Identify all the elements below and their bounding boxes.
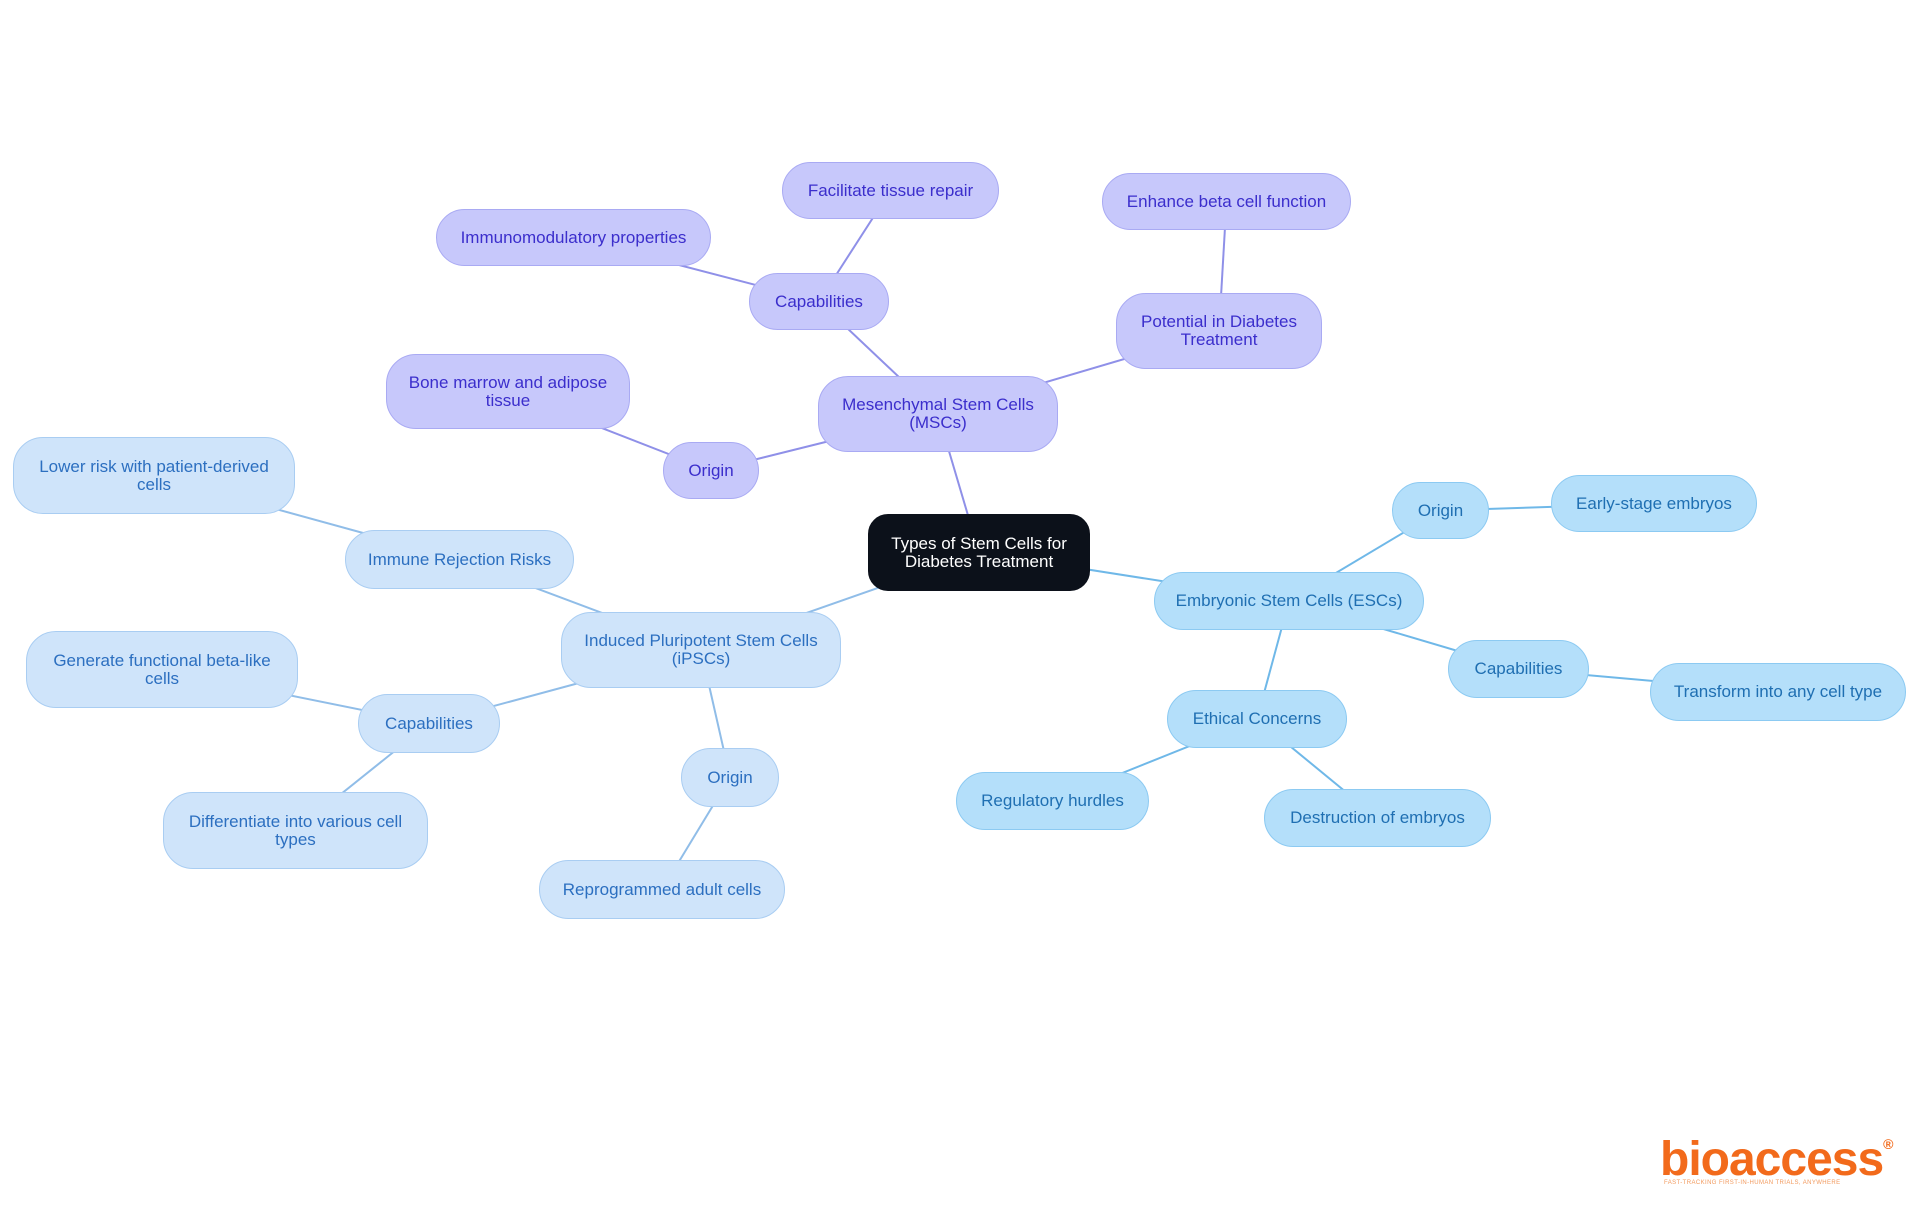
esc-ethical-label: Ethical Concerns: [1192, 709, 1322, 728]
msc-potential-detail-label: Enhance beta cell function: [1126, 191, 1327, 211]
esc-node: Embryonic Stem Cells (ESCs): [1154, 572, 1424, 630]
ipsc-origin-node: Origin: [681, 748, 779, 807]
esc-ethical-2-label: Destruction of embryos: [1290, 808, 1465, 827]
msc-potential-detail-node: Enhance beta cell function: [1102, 173, 1351, 230]
logo-text: bioaccess: [1660, 1133, 1884, 1186]
ipsc-origin-detail-node: Reprogrammed adult cells: [539, 860, 785, 919]
esc-ethical-2-node: Destruction of embryos: [1264, 789, 1491, 847]
msc-cap-1-node: Immunomodulatory properties: [436, 209, 711, 266]
esc-origin-node: Origin: [1392, 482, 1489, 539]
msc-origin-node: Origin: [663, 442, 759, 499]
esc-cap-1-label: Transform into any cell type: [1673, 682, 1883, 701]
esc-origin-label: Origin: [1417, 500, 1464, 520]
msc-cap-1-label: Immunomodulatory properties: [460, 227, 687, 247]
ipsc-immune-node: Immune Rejection Risks: [345, 530, 574, 589]
ipsc-node: Induced Pluripotent Stem Cells (iPSCs): [561, 612, 841, 688]
msc-origin-detail-label: Bone marrow and adipose tissue: [408, 372, 608, 410]
logo-tagline: FAST-TRACKING FIRST-IN-HUMAN TRIALS, ANY…: [1664, 1180, 1841, 1186]
msc-potential-node: Potential in Diabetes Treatment: [1116, 293, 1322, 369]
msc-cap-2-node: Facilitate tissue repair: [782, 162, 999, 219]
ipsc-label: Induced Pluripotent Stem Cells (iPSCs): [584, 631, 818, 668]
ipsc-capabilities-label: Capabilities: [385, 713, 473, 733]
esc-capabilities-node: Capabilities: [1448, 640, 1589, 698]
esc-origin-detail-node: Early-stage embryos: [1551, 475, 1757, 532]
ipsc-cap-2-label: Differentiate into various cell types: [188, 811, 403, 849]
msc-cap-2-label: Facilitate tissue repair: [807, 180, 974, 200]
ipsc-immune-detail-label: Lower risk with patient-derived cells: [39, 456, 269, 494]
msc-label: Mesenchymal Stem Cells (MSCs): [842, 395, 1034, 432]
msc-capabilities-label: Capabilities: [775, 291, 863, 311]
ipsc-origin-detail-label: Reprogrammed adult cells: [562, 879, 762, 899]
esc-capabilities-label: Capabilities: [1474, 659, 1563, 678]
msc-potential-label: Potential in Diabetes Treatment: [1141, 312, 1297, 349]
ipsc-cap-2-node: Differentiate into various cell types: [163, 792, 428, 869]
msc-node: Mesenchymal Stem Cells (MSCs): [818, 376, 1058, 452]
esc-label: Embryonic Stem Cells (ESCs): [1175, 591, 1403, 610]
esc-cap-1-node: Transform into any cell type: [1650, 663, 1906, 721]
msc-capabilities-node: Capabilities: [749, 273, 889, 330]
msc-origin-detail-node: Bone marrow and adipose tissue: [386, 354, 630, 429]
root-node: Types of Stem Cells for Diabetes Treatme…: [868, 514, 1090, 591]
esc-ethical-1-node: Regulatory hurdles: [956, 772, 1149, 830]
ipsc-capabilities-node: Capabilities: [358, 694, 500, 753]
esc-ethical-node: Ethical Concerns: [1167, 690, 1347, 748]
ipsc-origin-label: Origin: [707, 767, 753, 787]
logo-registered-mark: ®: [1883, 1136, 1893, 1152]
root-label: Types of Stem Cells for Diabetes Treatme…: [891, 533, 1067, 571]
bioaccess-logo: bioaccess®: [1660, 1132, 1894, 1187]
ipsc-immune-label: Immune Rejection Risks: [367, 549, 552, 569]
msc-origin-label: Origin: [688, 460, 734, 480]
ipsc-immune-detail-node: Lower risk with patient-derived cells: [13, 437, 295, 514]
ipsc-cap-1-node: Generate functional beta-like cells: [26, 631, 298, 708]
ipsc-cap-1-label: Generate functional beta-like cells: [53, 650, 271, 688]
esc-ethical-1-label: Regulatory hurdles: [981, 791, 1124, 810]
esc-origin-detail-label: Early-stage embryos: [1576, 493, 1732, 513]
